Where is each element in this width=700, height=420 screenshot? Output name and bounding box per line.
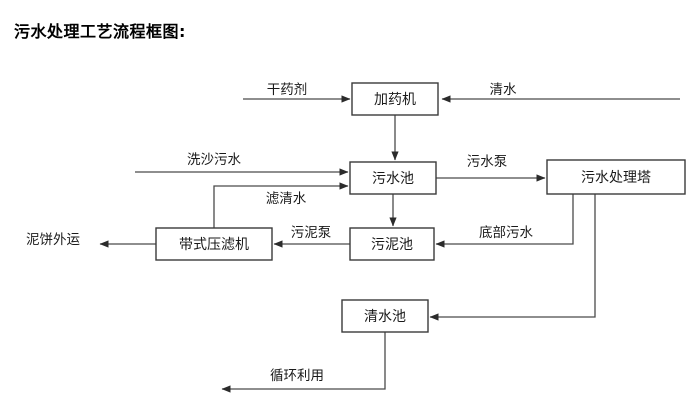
node-belt-filter-press[interactable]: 带式压滤机: [155, 227, 273, 261]
edge-label-bottom-sewage: 底部污水: [479, 225, 533, 241]
node-label-clear-water-pool: 清水池: [364, 309, 406, 325]
edge-label-recycle-reuse: 循环利用: [270, 368, 324, 384]
node-label-sludge-pool: 污泥池: [371, 237, 413, 253]
node-sewage-pool[interactable]: 污水池: [349, 161, 437, 195]
edge-label-sand-wash-sewage: 洗沙污水: [187, 152, 241, 168]
edge-label-sludge-pump: 污泥泵: [291, 225, 332, 241]
edge-label-clean-water: 清水: [490, 82, 518, 98]
edge-treatment-tower-to-sludge-pool: [435, 194, 574, 248]
node-treatment-tower[interactable]: 污水处理塔: [546, 159, 686, 195]
edge-label-filtered-water: 滤清水: [266, 191, 307, 207]
node-label-dosing-machine: 加药机: [374, 92, 416, 108]
node-box-dosing-machine: [351, 82, 439, 116]
node-sludge-pool[interactable]: 污泥池: [349, 227, 435, 261]
node-box-treatment-tower: [546, 159, 686, 195]
edge-clear-water-pool-to-recycle-reuse: [221, 332, 386, 393]
node-label-belt-filter-press: 带式压滤机: [179, 237, 249, 253]
edge-label-sewage-pump: 污水泵: [467, 154, 508, 170]
node-box-belt-filter-press: [155, 227, 273, 261]
node-clear-water-pool[interactable]: 清水池: [341, 299, 429, 333]
node-label-sewage-pool: 污水池: [372, 171, 414, 187]
node-dosing-machine[interactable]: 加药机: [351, 82, 439, 116]
edge-label-mud-cake-export: 泥饼外运: [26, 232, 80, 248]
edge-filtered-water-to-sewage-pool: [213, 182, 349, 228]
node-box-sludge-pool: [349, 227, 435, 261]
edge-label-dry-reagent: 干药剂: [267, 82, 308, 98]
node-box-sewage-pool: [349, 161, 437, 195]
node-label-treatment-tower: 污水处理塔: [581, 170, 651, 186]
edge-treatment-tower-to-clear-water-pool: [429, 194, 596, 321]
node-box-clear-water-pool: [341, 299, 429, 333]
page-title: 污水处理工艺流程框图:: [14, 22, 186, 41]
